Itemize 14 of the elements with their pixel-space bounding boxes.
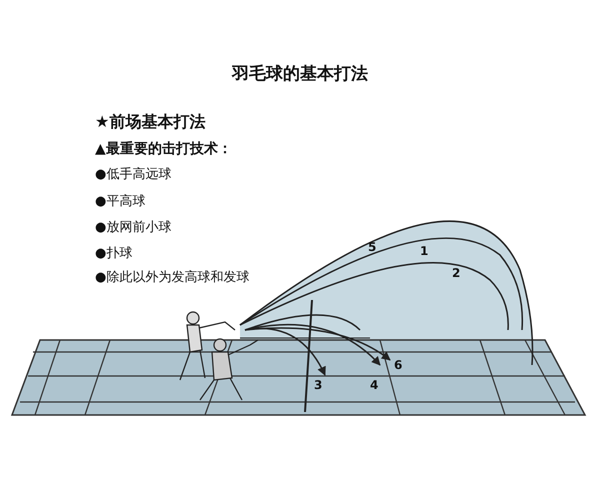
diagram-title: 羽毛球的基本打法 (230, 63, 369, 85)
list-item: ●放网前小球 (95, 219, 172, 236)
list-item: ●除此以外为发高球和发球 (95, 269, 250, 286)
callout-number: 3 (314, 378, 322, 392)
callout-number: 5 (368, 240, 376, 254)
callout-number: 4 (370, 378, 378, 392)
subheading: ▲最重要的击打技术： (95, 140, 232, 158)
callout-number: 6 (394, 358, 402, 372)
callout-number: 2 (452, 266, 460, 280)
list-item: ●低手高远球 (95, 166, 172, 183)
list-item: ●平高球 (95, 193, 146, 210)
list-item: ●扑球 (95, 245, 132, 262)
section-heading: ★前场基本打法 (95, 112, 206, 133)
callout-number: 1 (420, 244, 428, 258)
